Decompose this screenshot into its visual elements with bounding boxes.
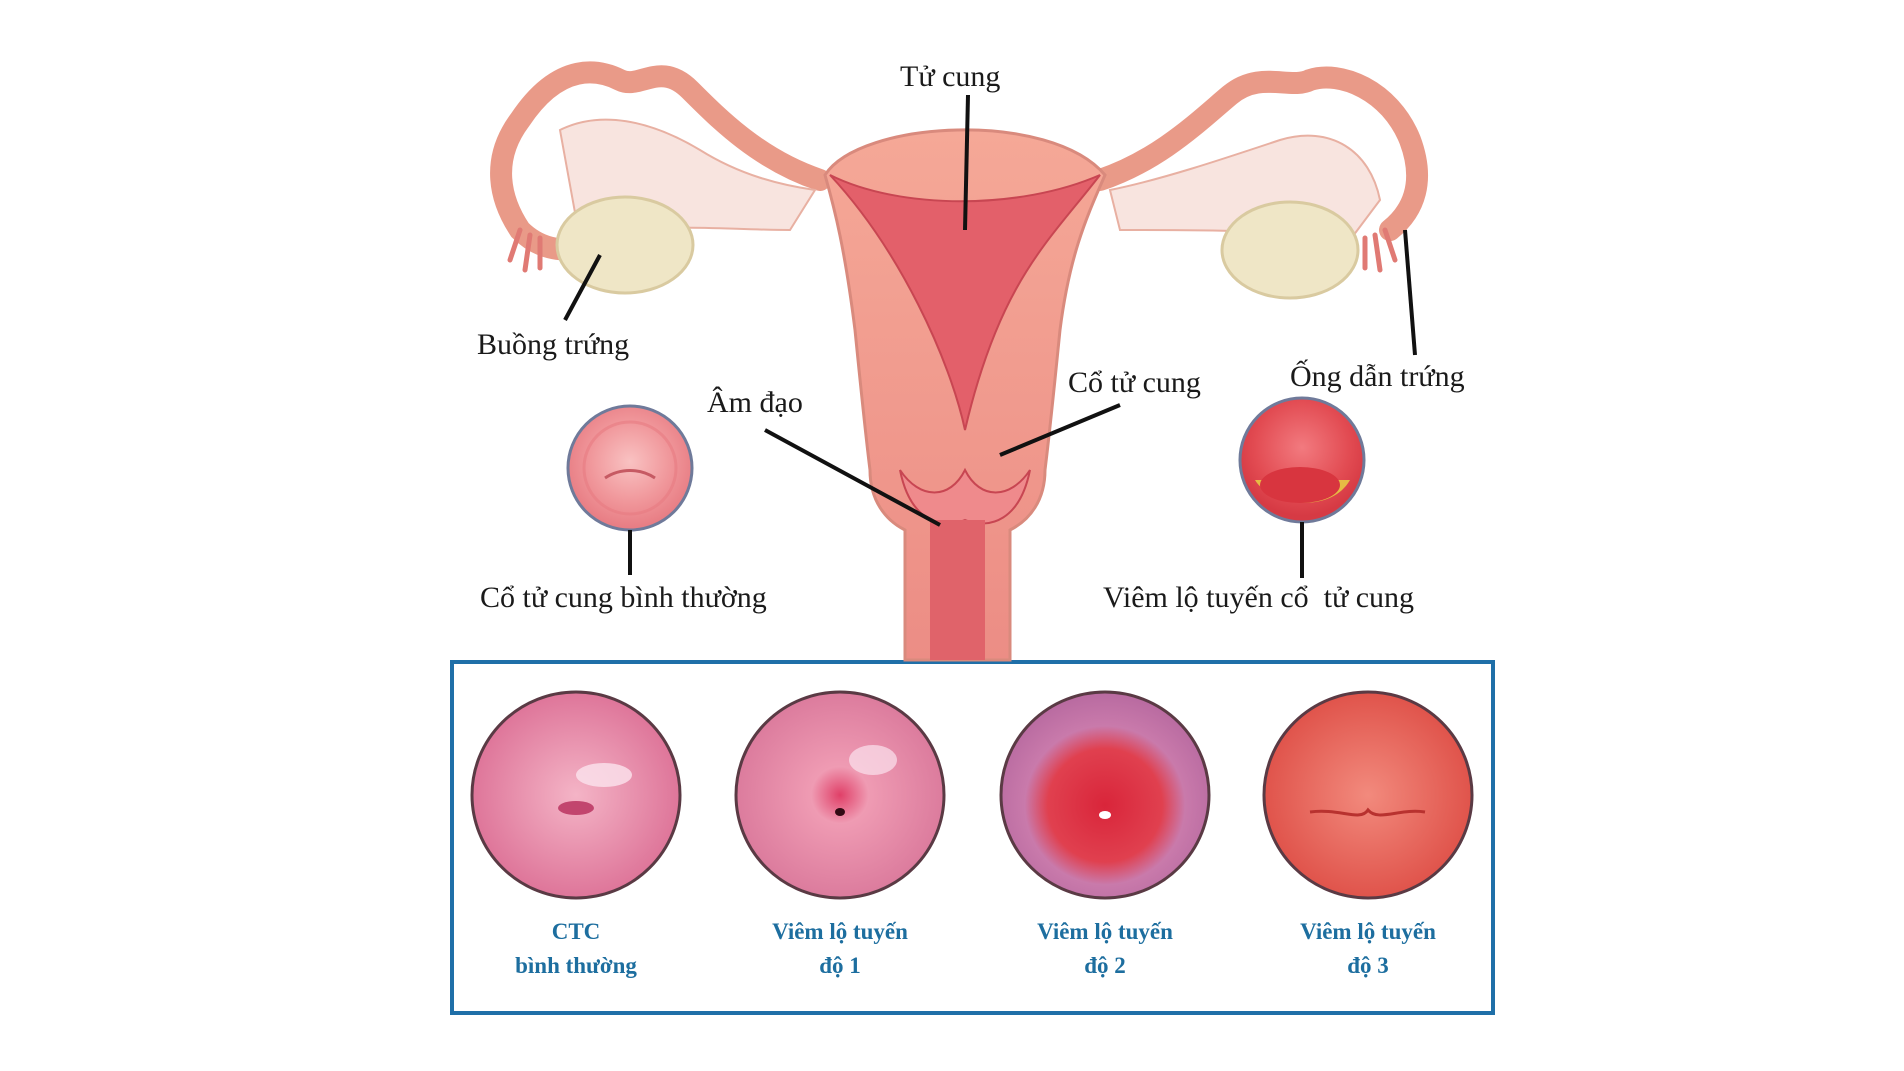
stage-caption-grade-1: Viêm lộ tuyến độ 1 — [730, 915, 950, 983]
ectropion-cervix-illustration — [1238, 396, 1366, 524]
label-cervical-ectropion: Viêm lộ tuyến cổ tử cung — [1103, 581, 1415, 614]
stage-caption-line1: CTC — [551, 919, 601, 944]
stage-caption-grade-2: Viêm lộ tuyến độ 2 — [995, 915, 1215, 983]
stage-caption-grade-3: Viêm lộ tuyến độ 3 — [1258, 915, 1478, 983]
leader-lines — [563, 94, 1417, 578]
right-ovary — [1220, 200, 1360, 300]
left-ovary — [555, 195, 695, 295]
stage-caption-line1: Viêm lộ tuyến — [1037, 919, 1173, 944]
stage-caption-line2: độ 2 — [1084, 953, 1126, 978]
stage-photo-grade-2 — [999, 690, 1211, 900]
stage-caption-line2: độ 1 — [819, 953, 861, 978]
stage-caption-line1: Viêm lộ tuyến — [1300, 919, 1436, 944]
normal-cervix-illustration — [566, 404, 694, 532]
stage-caption-line2: bình thường — [515, 953, 637, 978]
stage-photos — [470, 690, 1474, 900]
stage-photo-normal — [470, 690, 682, 900]
label-vagina: Âm đạo — [707, 386, 803, 419]
label-normal-cervix: Cổ tử cung bình thường — [480, 581, 767, 614]
stage-photo-grade-3 — [1262, 690, 1474, 900]
stage-photo-grade-1 — [734, 690, 946, 900]
label-ovary: Buồng trứng — [477, 328, 630, 361]
stage-caption-line2: độ 3 — [1347, 953, 1389, 978]
label-fallopian-tube: Ống dẫn trứng — [1290, 360, 1465, 393]
label-cervix: Cổ tử cung — [1068, 366, 1201, 399]
uterus-body — [823, 128, 1107, 662]
label-uterus: Tử cung — [900, 60, 1001, 93]
stage-caption-normal: CTC bình thường — [466, 915, 686, 983]
stage-caption-line1: Viêm lộ tuyến — [772, 919, 908, 944]
